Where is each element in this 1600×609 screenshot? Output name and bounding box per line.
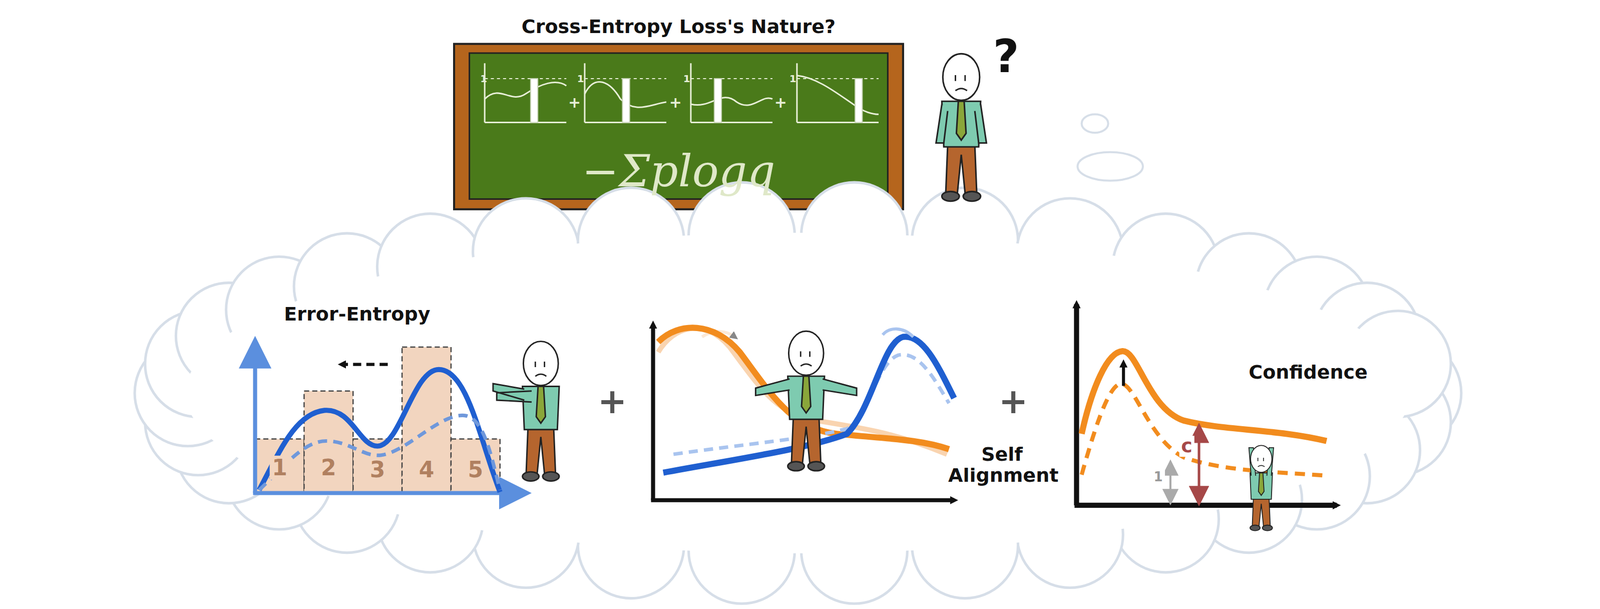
panel-title: Self Alignment (948, 444, 1056, 487)
bin-number: 2 (318, 455, 339, 480)
plus-sign: + (568, 93, 581, 111)
confidence-panel (1074, 303, 1337, 506)
error-entropy-panel (252, 346, 516, 493)
thought-cloud (134, 182, 1462, 604)
formula-text: −Σplogq (581, 145, 775, 197)
question-mark: ? (993, 31, 1020, 82)
bin-number: 4 (417, 457, 437, 482)
plus-sign: + (669, 93, 682, 111)
self-alignment-panel (650, 324, 954, 501)
axis-tick: 1 (789, 73, 797, 85)
mini-graphs (484, 63, 879, 123)
panel-title: Confidence (1248, 361, 1368, 383)
plus-sign: + (998, 381, 1029, 421)
dimension-label: c (1178, 435, 1195, 457)
people (493, 53, 1274, 531)
axis-tick: 1 (577, 73, 585, 85)
axis-tick: 1 (683, 73, 691, 85)
panel-title: Error-Entropy (283, 303, 431, 325)
dimension-label: 1 (1151, 469, 1165, 485)
bin-number: 5 (466, 457, 486, 482)
chalkboard-formula: −Σplogq (471, 127, 887, 198)
plus-sign: + (774, 93, 787, 111)
bin-number: 1 (269, 455, 290, 480)
axis-tick: 1 (480, 73, 488, 85)
title: Cross-Entropy Loss's Nature? (521, 15, 836, 38)
plus-sign: + (597, 381, 628, 421)
bin-number: 3 (367, 457, 388, 482)
